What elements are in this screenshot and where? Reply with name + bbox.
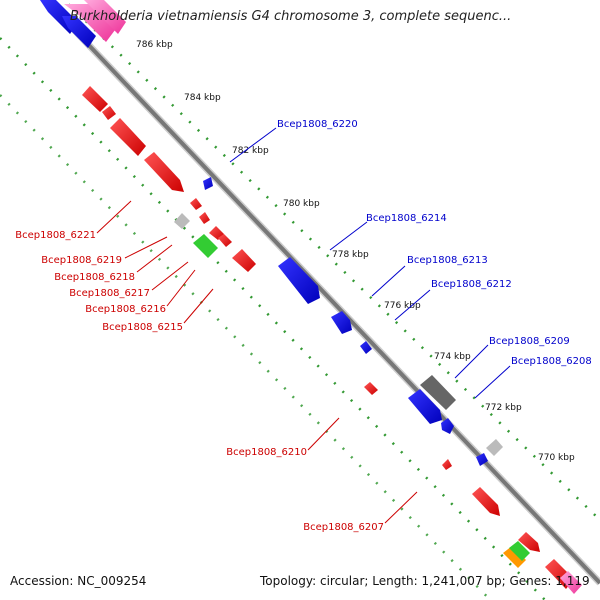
forward-gene-arrow[interactable] bbox=[62, 16, 96, 48]
forward-gene-label[interactable]: Bcep1808_6208 bbox=[511, 356, 592, 367]
reverse-gene-label[interactable]: Bcep1808_6218 bbox=[54, 272, 135, 283]
tick-label: 774 kbp bbox=[434, 352, 471, 362]
label-leader-line bbox=[371, 265, 406, 297]
reverse-gene-label[interactable]: Bcep1808_6219 bbox=[41, 255, 122, 266]
forward-gene-label[interactable]: Bcep1808_6209 bbox=[489, 336, 570, 347]
accession-text: Accession: NC_009254 bbox=[10, 574, 147, 588]
reverse-gene-arrow[interactable] bbox=[232, 249, 256, 272]
forward-gene-arrow[interactable] bbox=[408, 389, 442, 424]
forward-gene-label[interactable]: Bcep1808_6220 bbox=[277, 119, 358, 130]
label-leader-line bbox=[384, 491, 418, 524]
misc-gene-arrow[interactable] bbox=[64, 4, 115, 42]
forward-gene-arrow[interactable] bbox=[278, 257, 320, 304]
inner-scale-dots bbox=[0, 37, 546, 600]
reverse-gene-arrow[interactable] bbox=[218, 234, 232, 247]
label-leader-line bbox=[136, 244, 173, 273]
forward-gene-arrow[interactable] bbox=[203, 177, 213, 190]
tick-label: 786 kbp bbox=[136, 40, 173, 50]
reverse-gene-arrow[interactable] bbox=[199, 212, 210, 224]
reverse-gene-arrow[interactable] bbox=[144, 152, 184, 192]
reverse-gene-arrow[interactable] bbox=[364, 382, 378, 395]
forward-gene-label[interactable]: Bcep1808_6213 bbox=[407, 255, 488, 266]
orange-gene-arrow[interactable] bbox=[503, 546, 526, 568]
tick-label: 782 kbp bbox=[232, 146, 269, 156]
reverse-gene-label[interactable]: Bcep1808_6210 bbox=[226, 447, 307, 458]
reverse-gene-label[interactable]: Bcep1808_6221 bbox=[15, 230, 96, 241]
forward-gene-arrow[interactable] bbox=[360, 341, 372, 354]
reverse-gene-label[interactable]: Bcep1808_6207 bbox=[303, 522, 384, 533]
forward-gene-arrow[interactable] bbox=[476, 453, 488, 466]
label-leader-line bbox=[151, 261, 189, 291]
reverse-gene-arrow[interactable] bbox=[82, 86, 108, 112]
label-leader-line bbox=[394, 289, 431, 321]
reverse-gene-arrow[interactable] bbox=[472, 487, 500, 516]
label-leader-line bbox=[307, 417, 340, 451]
lower-guide-dots bbox=[0, 94, 493, 600]
reverse-gene-arrow[interactable] bbox=[110, 118, 146, 156]
reverse-gene-arrow[interactable] bbox=[442, 459, 452, 470]
misc-gene-arrow[interactable] bbox=[560, 571, 582, 594]
label-leader-line bbox=[183, 288, 214, 324]
forward-gene-arrow[interactable] bbox=[441, 418, 454, 434]
reverse-gene-label[interactable]: Bcep1808_6215 bbox=[102, 322, 183, 333]
label-leader-line bbox=[124, 236, 168, 259]
tick-label: 772 kbp bbox=[485, 403, 522, 413]
reverse-gene-arrow[interactable] bbox=[102, 106, 116, 120]
reverse-gene-arrow[interactable] bbox=[190, 198, 202, 210]
tick-label: 778 kbp bbox=[332, 250, 369, 260]
rna-gene-arrow[interactable] bbox=[509, 541, 530, 561]
tick-label: 776 kbp bbox=[384, 301, 421, 311]
forward-gene-label[interactable]: Bcep1808_6214 bbox=[366, 213, 447, 224]
label-leader-line bbox=[454, 344, 489, 379]
label-leader-line bbox=[229, 127, 277, 163]
reverse-gene-arrow[interactable] bbox=[518, 532, 540, 552]
rna-gene-arrow[interactable] bbox=[193, 234, 218, 258]
label-leader-line bbox=[96, 200, 132, 234]
forward-gene-label[interactable]: Bcep1808_6212 bbox=[431, 279, 512, 290]
misc-gene-arrow[interactable] bbox=[84, 0, 126, 34]
other-gene-arrow[interactable] bbox=[174, 213, 190, 229]
reverse-gene-label[interactable]: Bcep1808_6216 bbox=[85, 304, 166, 315]
tick-label: 770 kbp bbox=[538, 453, 575, 463]
tick-label: 780 kbp bbox=[283, 199, 320, 209]
topology-summary: Topology: circular; Length: 1,241,007 bp… bbox=[260, 574, 590, 588]
label-leader-line bbox=[474, 365, 511, 399]
map-title: Burkholderia vietnamiensis G4 chromosome… bbox=[70, 9, 512, 24]
outer-scale-dots bbox=[62, 0, 600, 521]
pseudo-gene-arrow[interactable] bbox=[420, 375, 456, 410]
reverse-gene-label[interactable]: Bcep1808_6217 bbox=[69, 288, 150, 299]
forward-gene-arrow[interactable] bbox=[331, 311, 352, 334]
label-leader-line bbox=[166, 269, 196, 307]
chromosome-backbone-core bbox=[43, 0, 600, 585]
label-leader-line bbox=[329, 221, 368, 251]
other-gene-arrow[interactable] bbox=[486, 439, 503, 456]
tick-label: 784 kbp bbox=[184, 93, 221, 103]
